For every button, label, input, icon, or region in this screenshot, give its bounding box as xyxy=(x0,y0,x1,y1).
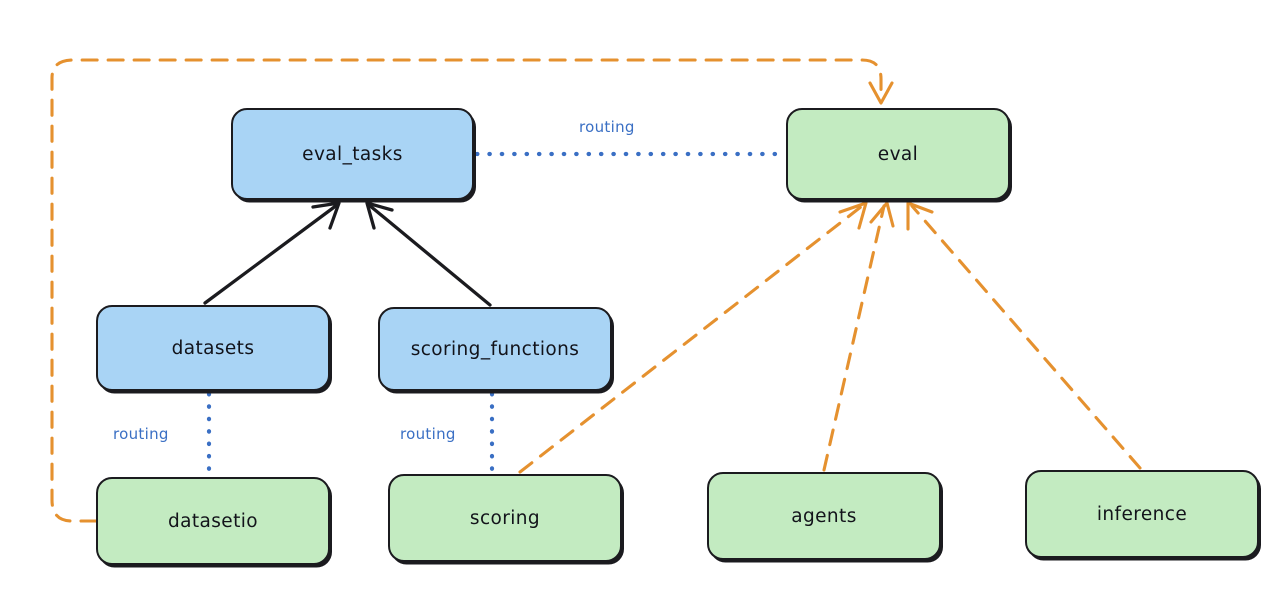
edge-label-routing-scoring-functions: routing xyxy=(400,425,456,443)
edge-label-routing-datasets: routing xyxy=(113,425,169,443)
edge-datasetio-to-eval xyxy=(50,58,894,523)
node-label-agents: agents xyxy=(791,505,857,527)
edge-label-routing-top: routing xyxy=(579,118,635,136)
edge-scoring-to-eval xyxy=(518,201,868,474)
node-label-inference: inference xyxy=(1096,503,1188,525)
edge-agents-to-eval xyxy=(822,201,895,472)
node-eval-tasks[interactable]: eval_tasks xyxy=(231,108,474,200)
node-label-datasetio: datasetio xyxy=(167,510,258,532)
node-label-scoring-functions: scoring_functions xyxy=(410,338,580,360)
edge-scoring-functions-to-eval-tasks xyxy=(365,201,492,307)
node-datasets[interactable]: datasets xyxy=(96,305,330,391)
node-label-scoring: scoring xyxy=(469,507,541,529)
node-datasetio[interactable]: datasetio xyxy=(96,477,330,565)
node-scoring-functions[interactable]: scoring_functions xyxy=(378,307,612,391)
node-label-eval: eval xyxy=(877,143,919,165)
node-label-datasets: datasets xyxy=(171,337,255,359)
node-label-eval-tasks: eval_tasks xyxy=(302,143,403,165)
edge-inference-to-eval xyxy=(906,201,1142,470)
node-agents[interactable]: agents xyxy=(707,472,941,560)
node-eval[interactable]: eval xyxy=(786,108,1010,200)
node-scoring[interactable]: scoring xyxy=(388,474,622,562)
edge-datasets-to-eval-tasks xyxy=(203,201,341,305)
node-inference[interactable]: inference xyxy=(1025,470,1259,558)
